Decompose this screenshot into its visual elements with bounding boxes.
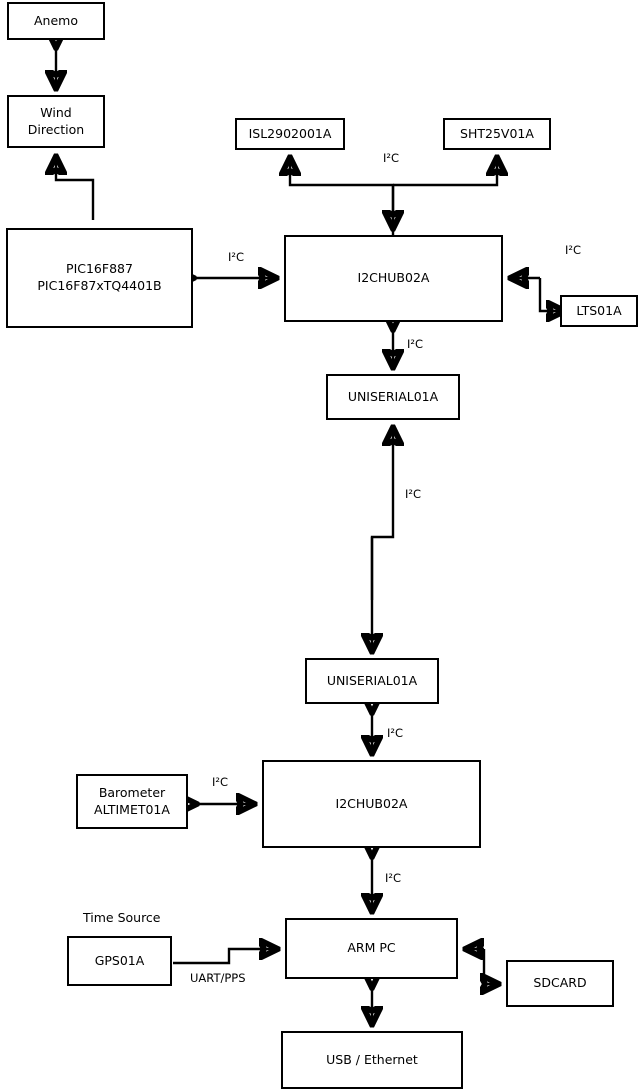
node-uniserial01a-top[interactable]: UNISERIAL01A <box>326 374 460 420</box>
node-anemo[interactable]: Anemo <box>7 2 105 40</box>
edge-label-i2c-sensors: I²C <box>383 151 400 165</box>
node-i2chub02a-bottom-label: I2CHUB02A <box>335 795 408 811</box>
connector-gps-arm <box>173 949 277 965</box>
node-pic-label2: PIC16F87xTQ4401B <box>37 278 162 293</box>
node-usb-ethernet-label: USB / Ethernet <box>326 1051 418 1067</box>
node-i2chub02a-top-label: I2CHUB02A <box>357 270 430 286</box>
edge-label-i2c-uniserial-hub2: I²C <box>387 726 404 740</box>
connector-uniserial-link-up <box>370 428 393 600</box>
edge-label-i2c-hub-uniserial: I²C <box>407 337 424 351</box>
node-i2chub02a-top[interactable]: I2CHUB02A <box>284 235 503 322</box>
node-usb-ethernet[interactable]: USB / Ethernet <box>281 1031 463 1089</box>
node-barometer-label: Barometer <box>98 784 166 800</box>
edge-label-uart-pps: UART/PPS <box>190 971 246 985</box>
edge-label-i2c-pic-hub: I²C <box>228 250 245 264</box>
node-lts01a-label: LTS01A <box>576 302 622 318</box>
node-barometer-label2: ALTIMET01A <box>94 801 170 817</box>
node-gps01a[interactable]: GPS01A <box>67 936 172 986</box>
node-sdcard[interactable]: SDCARD <box>506 960 614 1007</box>
node-arm-pc[interactable]: ARM PC <box>285 918 458 979</box>
node-arm-pc-label: ARM PC <box>347 940 396 956</box>
node-sdcard-label: SDCARD <box>533 975 587 991</box>
connector-hub-lts-out <box>538 278 564 311</box>
connector-hub-sht <box>393 158 497 187</box>
edge-label-i2c-hub2-arm: I²C <box>385 871 402 885</box>
node-uniserial01a-top-label: UNISERIAL01A <box>347 388 439 404</box>
node-uniserial01a-bottom-label: UNISERIAL01A <box>326 672 418 688</box>
connector-arm-sdcard-out <box>484 949 498 984</box>
node-wind-direction-label2: Direction <box>27 121 85 137</box>
edge-label-i2c-hub-lts: I²C <box>565 243 582 257</box>
node-wind-direction-label: Wind <box>40 104 72 120</box>
label-time-source: Time Source <box>83 910 161 925</box>
node-uniserial01a-bottom[interactable]: UNISERIAL01A <box>305 658 439 704</box>
connector-pic-wind <box>56 157 95 220</box>
node-isl2902001a[interactable]: ISL2902001A <box>235 118 345 150</box>
node-sht25v01a[interactable]: SHT25V01A <box>443 118 551 150</box>
node-anemo-label: Anemo <box>34 12 78 28</box>
node-pic[interactable]: PIC16F887 PIC16F87xTQ4401B <box>6 228 193 328</box>
node-gps01a-label: GPS01A <box>94 952 145 968</box>
connector-hub-isl <box>290 158 395 235</box>
node-wind-direction[interactable]: Wind Direction <box>7 95 105 148</box>
node-sht25v01a-label: SHT25V01A <box>460 125 534 141</box>
node-i2chub02a-bottom[interactable]: I2CHUB02A <box>262 760 481 848</box>
node-pic-label: PIC16F887 <box>66 261 133 277</box>
edge-label-i2c-baro-hub2: I²C <box>212 775 229 789</box>
node-isl2902001a-label: ISL2902001A <box>248 125 332 141</box>
node-lts01a[interactable]: LTS01A <box>560 295 638 327</box>
edge-label-i2c-uniserial-link: I²C <box>405 487 422 501</box>
node-barometer[interactable]: Barometer ALTIMET01A <box>76 774 188 829</box>
